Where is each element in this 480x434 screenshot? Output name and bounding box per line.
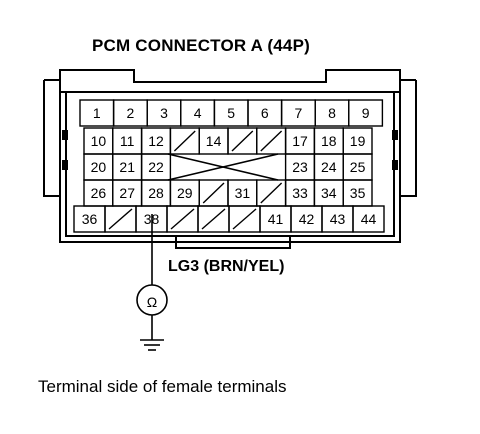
terminal-number: 7 <box>295 105 303 121</box>
terminal-number: 26 <box>91 185 107 201</box>
connector-latches <box>62 130 398 170</box>
terminal-cell <box>228 154 257 180</box>
terminal-number: 6 <box>261 105 269 121</box>
terminal-number: 25 <box>350 159 366 175</box>
ohm-symbol: Ω <box>147 294 157 310</box>
terminal-number: 33 <box>292 185 308 201</box>
terminal-number: 14 <box>206 133 222 149</box>
terminal-number: 31 <box>235 185 251 201</box>
terminal-number: 5 <box>227 105 235 121</box>
terminal-number: 4 <box>194 105 202 121</box>
terminal-number: 1 <box>93 105 101 121</box>
unused-terminal-slash <box>170 208 195 230</box>
terminal-cell <box>352 205 385 233</box>
unused-terminal-slash <box>260 182 283 204</box>
terminal-number: 34 <box>321 185 337 201</box>
terminal-number: 29 <box>177 185 193 201</box>
unused-cavity-cross <box>167 153 279 181</box>
unused-terminal-slash <box>201 208 226 230</box>
terminal-number: 23 <box>292 159 308 175</box>
terminal-number: 8 <box>328 105 336 121</box>
terminal-cell <box>348 99 384 127</box>
unused-terminal-slash <box>232 208 257 230</box>
terminal-number: 42 <box>299 211 315 227</box>
terminal-number: 35 <box>350 185 366 201</box>
terminal-number: 19 <box>350 133 366 149</box>
probe-wire <box>136 214 168 340</box>
unused-terminal-slash <box>173 130 196 152</box>
terminal-number: 10 <box>91 133 107 149</box>
terminal-number: 41 <box>268 211 284 227</box>
terminal-number: 12 <box>148 133 164 149</box>
connector-key <box>175 236 291 249</box>
terminal-number: 44 <box>361 211 377 227</box>
terminal-number: 28 <box>148 185 164 201</box>
view-caption: Terminal side of female terminals <box>38 377 287 396</box>
terminal-number: 20 <box>91 159 107 175</box>
terminal-number: 21 <box>119 159 135 175</box>
wire-color-label: LG3 (BRN/YEL) <box>168 258 285 275</box>
unused-terminal-slash <box>108 208 133 230</box>
terminal-number: 27 <box>119 185 135 201</box>
terminal-number: 36 <box>82 211 98 227</box>
terminal-number: 24 <box>321 159 337 175</box>
terminal-number: 22 <box>148 159 164 175</box>
terminal-number: 43 <box>330 211 346 227</box>
ground-icon <box>140 339 164 351</box>
terminal-number: 3 <box>160 105 168 121</box>
terminal-number: 2 <box>127 105 135 121</box>
unused-terminal-slash <box>231 130 254 152</box>
terminal-number: 18 <box>321 133 337 149</box>
terminal-number: 11 <box>120 133 135 149</box>
terminal-number: 17 <box>292 133 308 149</box>
unused-terminal-slash <box>202 182 225 204</box>
connector-title: PCM CONNECTOR A (44P) <box>92 36 310 55</box>
unused-terminal-slash <box>260 130 283 152</box>
terminal-number: 9 <box>362 105 370 121</box>
